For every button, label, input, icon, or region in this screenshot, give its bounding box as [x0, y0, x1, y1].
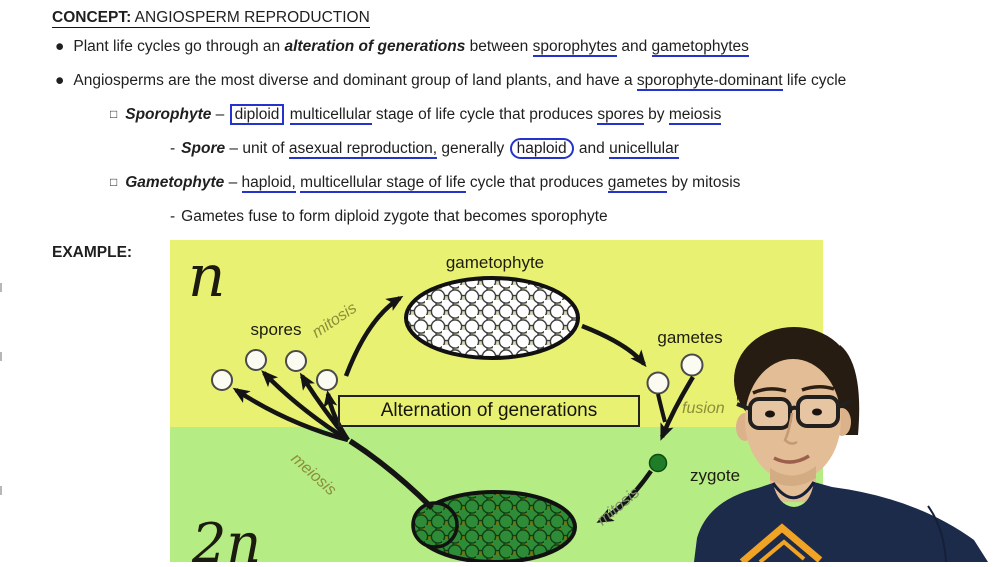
- eyebrow: [752, 387, 787, 395]
- bullet2-text2: life cycle: [782, 72, 847, 89]
- fusion-arrow: [659, 375, 695, 441]
- definition-gametophyte: □ Gametophyte – haploid, multicellular st…: [110, 173, 740, 193]
- dash-bullet: -: [170, 140, 176, 157]
- alternation-of-generations-diagram: n 2n gametophyte spores mitosis gametes …: [170, 240, 823, 562]
- mouth: [773, 454, 810, 464]
- instructor-figure: [694, 327, 988, 565]
- gametes-arrow: [581, 323, 647, 368]
- definition-sporophyte: □ Sporophyte – diploid multicellular stag…: [110, 104, 722, 125]
- mitosis-down-arrow: [596, 469, 653, 523]
- spore-cells: [211, 349, 338, 391]
- spores-label: spores: [250, 320, 302, 339]
- annotated-gametes: gametes: [607, 174, 668, 193]
- edge-artifact: [0, 486, 6, 495]
- shirt-logo-chevron-inner: [758, 539, 806, 564]
- square-bullet-icon: □: [110, 107, 118, 121]
- cycle-arrows: [232, 295, 695, 523]
- gameto-text: cycle that produces: [465, 174, 608, 191]
- annotated-haploid-circled: haploid: [509, 138, 574, 159]
- annotated-sporophytes: sporophytes: [532, 38, 618, 57]
- gamete-cells: [646, 353, 704, 395]
- spore-text2: generally: [437, 140, 509, 157]
- meiosis-branch-4: [323, 390, 350, 442]
- annotated-diploid-boxed: diploid: [229, 104, 285, 125]
- mitosis-arrow: [343, 295, 404, 377]
- gametophyte-label: gametophyte: [445, 253, 545, 272]
- concept-label: CONCEPT:: [52, 9, 132, 26]
- meiosis-branch-1: [232, 387, 349, 443]
- bullet-icon: ●: [55, 38, 65, 55]
- concept-text: ANGIOSPERM REPRODUCTION: [131, 9, 370, 26]
- gametes-label: gametes: [657, 328, 723, 347]
- diagram-graphics: [170, 240, 823, 562]
- eye: [765, 410, 775, 418]
- annotated-meiosis: meiosis: [668, 106, 722, 125]
- bullet1-text3: and: [617, 38, 652, 55]
- gameto-text2: by mitosis: [667, 174, 741, 191]
- shirt-seam: [927, 505, 947, 563]
- edge-artifact: [0, 352, 6, 361]
- gameto-dash: –: [224, 174, 242, 191]
- bullet-angiosperms: ● Angiosperms are the most diverse and do…: [55, 71, 846, 91]
- concept-title-underlined: CONCEPT: ANGIOSPERM REPRODUCTION: [52, 9, 370, 28]
- example-label: EXAMPLE:: [52, 244, 133, 261]
- annotated-asexual-reproduction: asexual reproduction,: [288, 140, 438, 159]
- diploid-2n-symbol: 2n: [192, 512, 262, 562]
- hair-fringe: [736, 335, 851, 406]
- haploid-n-symbol: n: [188, 242, 226, 310]
- neck-shadow: [770, 466, 816, 487]
- zygote-label: zygote: [689, 466, 741, 485]
- term-gametophyte: Gametophyte: [125, 174, 225, 191]
- annotated-spores: spores: [597, 106, 644, 125]
- instructor-photo: [690, 300, 1000, 565]
- bullet1-text2: between: [465, 38, 533, 55]
- nose: [783, 412, 798, 445]
- meiosis-stem: [348, 438, 434, 510]
- alternation-of-generations-box: Alternation of generations: [338, 395, 640, 427]
- bullet1-text: Plant life cycles go through an: [73, 38, 285, 55]
- annotated-sporophyte-dominant: sporophyte-dominant: [636, 72, 783, 91]
- gametes-fuse-text: Gametes fuse to form diploid zygote that…: [181, 208, 608, 225]
- bullet-alternation: ● Plant life cycles go through an alterat…: [55, 37, 749, 57]
- zygote-cell: [648, 453, 668, 473]
- annotated-unicellular: unicellular: [609, 140, 679, 159]
- square-bullet-icon: □: [110, 175, 118, 189]
- fusion-label: fusion: [682, 400, 725, 417]
- sporophyte-text: stage of life cycle that produces: [371, 106, 598, 123]
- def-dash: –: [211, 106, 229, 123]
- spore-text: – unit of: [225, 140, 289, 157]
- annotated-gametophytes: gametophytes: [651, 38, 749, 57]
- bullet1-emphasis: alteration of generations: [284, 38, 466, 55]
- gametophyte-ellipse: [404, 276, 580, 360]
- annotated-haploid: haploid,: [241, 174, 296, 193]
- definition-spore: -Spore – unit of asexual reproduction, g…: [170, 138, 679, 159]
- annotated-multicellular: multicellular: [289, 106, 372, 125]
- note-gametes-fuse: -Gametes fuse to form diploid zygote tha…: [170, 207, 608, 227]
- sporophyte-text2: by: [643, 106, 669, 123]
- eye: [812, 408, 822, 416]
- shirt-collar: [771, 481, 816, 500]
- spore-text3: and: [574, 140, 610, 157]
- fusion-line: [656, 393, 667, 423]
- dash-bullet: -: [170, 208, 176, 225]
- shirt-logo-chevron: [739, 523, 823, 565]
- term-spore: Spore: [181, 140, 226, 157]
- bullet2-text: Angiosperms are the most diverse and dom…: [73, 72, 637, 89]
- meiosis-branch-2: [261, 370, 350, 442]
- edge-artifact: [0, 283, 6, 292]
- term-sporophyte: Sporophyte: [125, 106, 212, 123]
- bullet-icon: ●: [55, 72, 65, 89]
- eyebrow: [801, 385, 835, 392]
- annotated-multicellular-stage: multicellular stage of life: [300, 174, 466, 193]
- sporophyte-cell-circle: [411, 501, 459, 549]
- concept-title: CONCEPT: ANGIOSPERM REPRODUCTION: [52, 8, 370, 28]
